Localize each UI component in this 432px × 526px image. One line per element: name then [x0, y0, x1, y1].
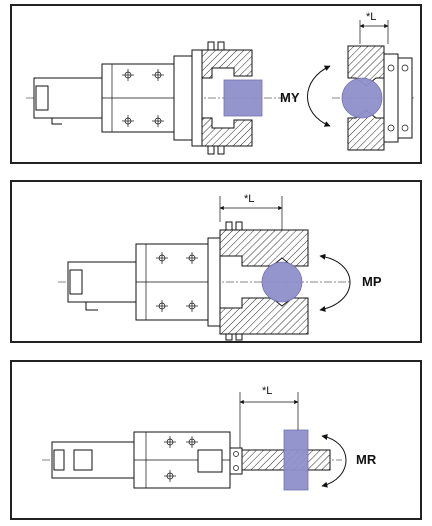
- cylinder-cap: [53, 449, 65, 471]
- jaw-mechanism: [197, 449, 223, 473]
- moment-arrow: [321, 434, 347, 488]
- fitting: [85, 302, 98, 311]
- workpiece: [283, 429, 309, 491]
- cylinder-cap: [35, 85, 49, 111]
- finger-screw-bottom: [217, 145, 225, 155]
- dimension-label-mp: *L: [244, 193, 254, 205]
- screw-icon: [387, 64, 409, 132]
- dimension-label-mr: *L: [262, 385, 272, 397]
- upper-finger: [219, 229, 309, 267]
- workpiece: [223, 79, 263, 117]
- finger-screw-top: [235, 221, 243, 231]
- diagram-panel-mr: MR *L: [10, 360, 422, 520]
- diagram-panel-my: MY *L: [10, 4, 422, 164]
- finger-screw-bottom: [225, 333, 233, 341]
- gripper-diagram-mr: MR *L: [42, 385, 377, 491]
- pin: [233, 451, 239, 457]
- finger-screw-bottom: [207, 145, 215, 155]
- pin: [233, 465, 239, 471]
- moment-label-mp: MP: [362, 274, 382, 289]
- lower-finger: [219, 297, 309, 335]
- moment-arrow: [307, 65, 331, 127]
- finger-screw-top: [225, 221, 233, 231]
- finger-screw-bottom: [235, 333, 243, 341]
- diagram-panel-mp: MP *L: [10, 180, 422, 343]
- jaw-carrier: [207, 237, 221, 327]
- moment-label-my: MY: [280, 90, 300, 105]
- side-housing: [397, 57, 413, 139]
- lower-finger: [201, 117, 253, 147]
- screw-icon: [164, 436, 198, 482]
- cylinder-cap: [69, 269, 83, 295]
- gripper-diagram-mp: MP *L: [58, 193, 382, 341]
- fitting: [51, 118, 62, 125]
- finger-screw-top: [207, 41, 215, 51]
- moment-label-mr: MR: [356, 452, 377, 467]
- finger-screw-top: [217, 41, 225, 51]
- cylinder-port: [73, 449, 93, 471]
- dimension-label-my: *L: [366, 11, 376, 23]
- screw-icon: [122, 69, 164, 127]
- jaw-carrier: [173, 55, 193, 141]
- screw-icon: [156, 252, 198, 312]
- workpiece-side: [341, 77, 383, 119]
- side-jaw-block: [383, 53, 399, 143]
- jaw-plate: [191, 49, 203, 147]
- moment-arrow: [319, 253, 351, 312]
- upper-finger: [201, 49, 253, 79]
- cylinder-body: [51, 441, 135, 479]
- gripper-diagram-my: MY *L: [26, 11, 416, 155]
- jaw-plate: [229, 447, 243, 475]
- workpiece: [261, 261, 303, 303]
